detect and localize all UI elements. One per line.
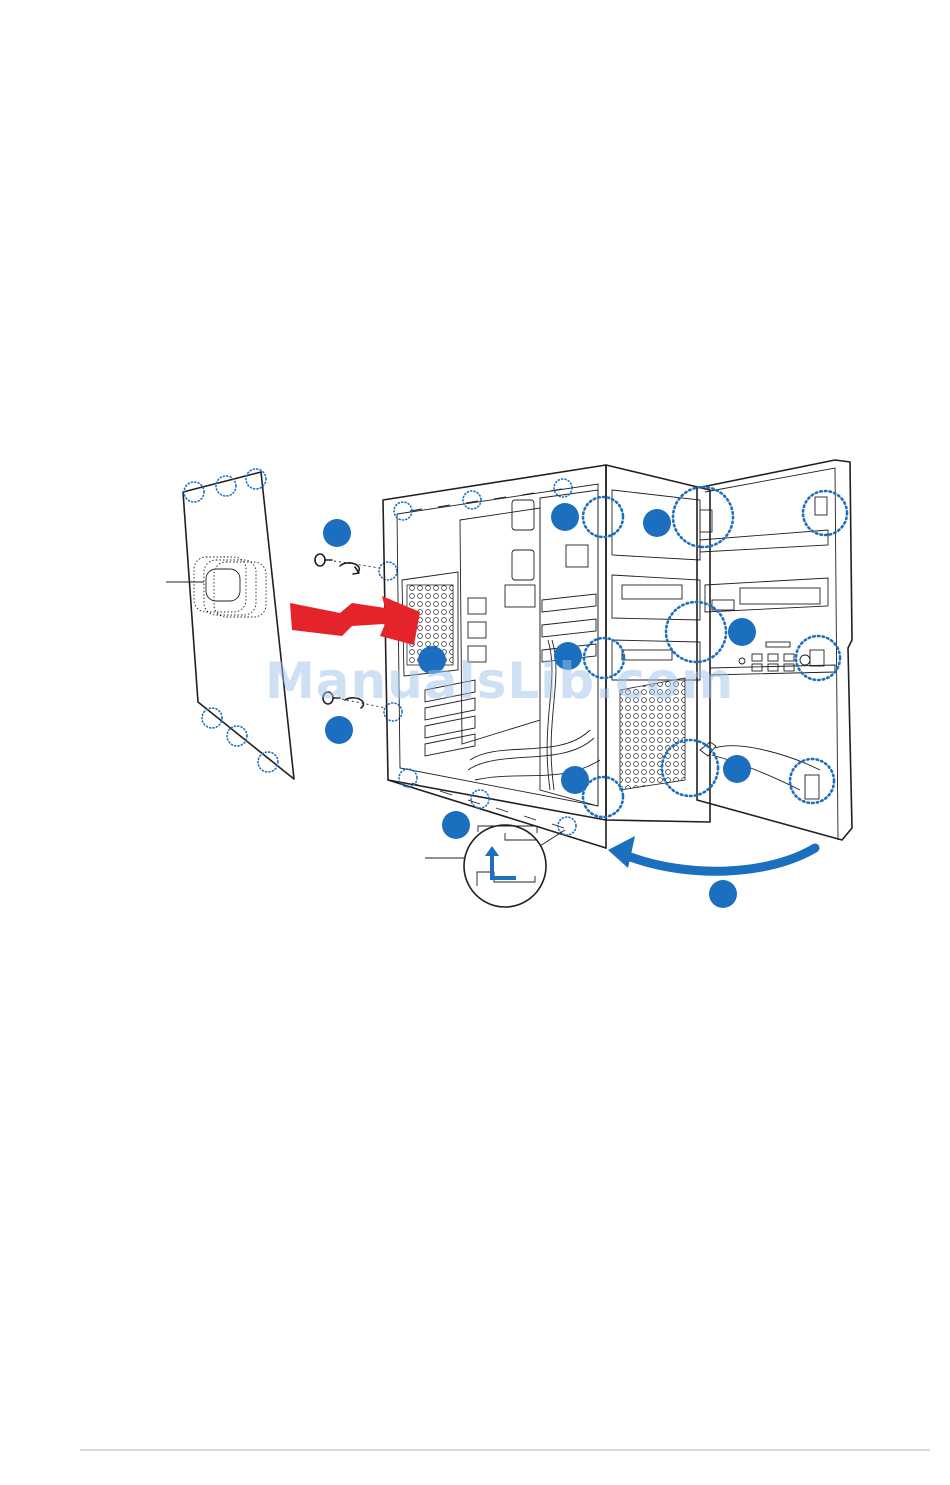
side-panel [166, 472, 294, 779]
callout-marker-7 [325, 716, 353, 744]
front-fan-grill [620, 678, 685, 790]
hook-detail-inset [425, 825, 565, 907]
push-side-panel-arrow [290, 596, 420, 645]
callout-marker-10 [442, 811, 470, 839]
callout-marker-2 [551, 503, 579, 531]
callout-marker-8 [561, 766, 589, 794]
callout-marker-1 [323, 519, 351, 547]
expansion-slots [425, 680, 475, 756]
callout-marker-11 [709, 880, 737, 908]
swing-front-panel-arrowhead [608, 836, 635, 868]
callout-marker-4 [418, 646, 446, 674]
drive-cage [512, 490, 598, 806]
swing-front-panel-arrow [625, 848, 815, 871]
callout-marker-9 [723, 755, 751, 783]
callout-marker-6 [728, 618, 756, 646]
callout-marker-5 [554, 642, 582, 670]
footer-rule [80, 1449, 930, 1451]
callout-marker-3 [643, 509, 671, 537]
side-panel-hook-callouts [184, 469, 278, 772]
